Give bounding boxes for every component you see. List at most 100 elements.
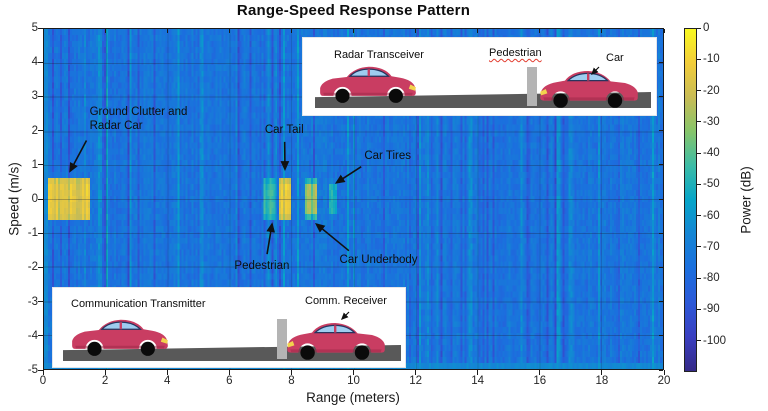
y-tick-label: -3 [27,295,38,308]
colorbar-tick-label: -10 [703,53,720,66]
x-tick-mark-top [415,29,417,33]
x-tick-label: 14 [471,375,485,387]
receiver-pointer-arrow [340,311,350,321]
y-tick-mark-right [659,369,663,371]
y-tick-mark-right [659,61,663,63]
radar-transceiver-label: Radar Transceiver [334,49,424,61]
radar-scene-inset: Radar Transceiver Pedestrian Car [302,37,657,116]
x-tick-mark-top [477,29,479,33]
x-tick-mark-top [601,29,603,33]
y-tick-label: 5 [31,22,38,34]
y-tick-mark [38,232,43,234]
y-tick-label: 2 [31,124,38,137]
colorbar-tick-mark [697,27,701,29]
x-tick-mark [166,370,168,375]
x-tick-mark-top [228,29,230,33]
y-tick-mark-right [659,301,663,303]
x-tick-label: 0 [39,375,47,387]
y-tick-mark-right [659,95,663,97]
y-tick-mark-right [659,164,663,166]
y-tick-label: -1 [27,227,38,240]
y-tick-mark [38,27,43,29]
x-tick-label: 4 [163,375,171,387]
x-tick-mark [477,370,479,375]
x-tick-label: 10 [347,375,360,387]
y-tick-label: 3 [31,90,38,103]
colorbar-tick-label: -30 [703,115,720,128]
y-tick-mark [38,130,43,132]
colorbar-tick-label: -60 [703,209,720,222]
x-tick-mark-top [539,29,541,33]
x-tick-mark [601,370,603,375]
x-tick-label: 2 [101,375,109,387]
comm-receiver-label: Comm. Receiver [305,295,387,307]
y-tick-mark [38,61,43,63]
colorbar-tick-mark [697,121,701,123]
pedestrian-pole-bottom [277,319,287,359]
x-tick-mark [663,370,665,375]
radar-transceiver-car [318,65,418,104]
x-tick-mark-top [290,29,292,33]
colorbar-tick-label: -100 [703,334,727,347]
y-tick-label: -4 [27,329,38,342]
colorbar-tick-mark [697,152,701,154]
y-tick-label: 4 [31,56,38,69]
x-tick-mark [42,370,44,375]
y-tick-mark-right [659,198,663,200]
colorbar-tick-label: -40 [703,147,720,160]
x-tick-mark [415,370,417,375]
x-tick-label: 18 [595,375,609,387]
y-tick-mark [38,301,43,303]
car-underbody-callout: Car Underbody [339,254,418,267]
y-tick-mark-right [659,130,663,132]
colorbar-tick-mark [697,246,701,248]
colorbar-tick-mark [697,90,701,92]
colorbar [684,28,697,372]
y-tick-mark [38,266,43,268]
car-label: Car [606,52,624,64]
x-tick-label: 20 [657,375,671,387]
y-tick-mark-right [659,232,663,234]
y-tick-mark [38,95,43,97]
x-tick-mark [539,370,541,375]
pedestrian-label: Pedestrian [489,47,542,59]
x-axis-label: Range (meters) [306,390,400,405]
x-tick-mark-top [663,29,665,33]
colorbar-tick-mark [697,58,701,60]
y-tick-mark-right [659,335,663,337]
colorbar-tick-mark [697,308,701,310]
communication-scene-inset: Communication Transmitter Comm. Receiver [52,287,406,368]
colorbar-tick-label: -50 [703,178,720,191]
y-tick-mark [38,335,43,337]
x-tick-mark-top [353,29,354,33]
y-tick-label: 0 [31,193,38,205]
communication-transmitter-label: Communication Transmitter [71,298,206,310]
y-tick-mark [38,369,43,371]
colorbar-tick-label: -70 [703,240,720,253]
communication-transmitter-car [70,318,170,357]
x-tick-mark [104,370,106,375]
y-tick-label: -5 [27,364,38,376]
x-tick-label: 6 [226,375,233,387]
y-tick-mark [38,198,43,200]
x-tick-mark-top [104,29,106,33]
x-tick-mark [353,370,354,375]
x-tick-label: 16 [533,375,547,387]
colorbar-tick-label: -80 [703,272,720,285]
colorbar-tick-mark [697,277,701,279]
car-tail-callout: Car Tail [264,124,304,137]
colorbar-label: Power (dB) [738,166,754,234]
car-tires-callout: Car Tires [364,150,412,163]
colorbar-tick-label: 0 [703,22,710,34]
car-pointer-arrow [590,66,600,76]
y-tick-mark-right [659,27,663,29]
y-tick-mark-right [659,266,663,268]
y-tick-label: 1 [31,158,38,171]
x-tick-mark [290,370,292,375]
x-tick-mark-top [166,29,168,33]
pedestrian-callout: Pedestrian [234,259,290,272]
x-tick-mark-top [42,29,44,33]
x-tick-mark [228,370,230,375]
chart-title: Range-Speed Response Pattern [236,2,471,19]
